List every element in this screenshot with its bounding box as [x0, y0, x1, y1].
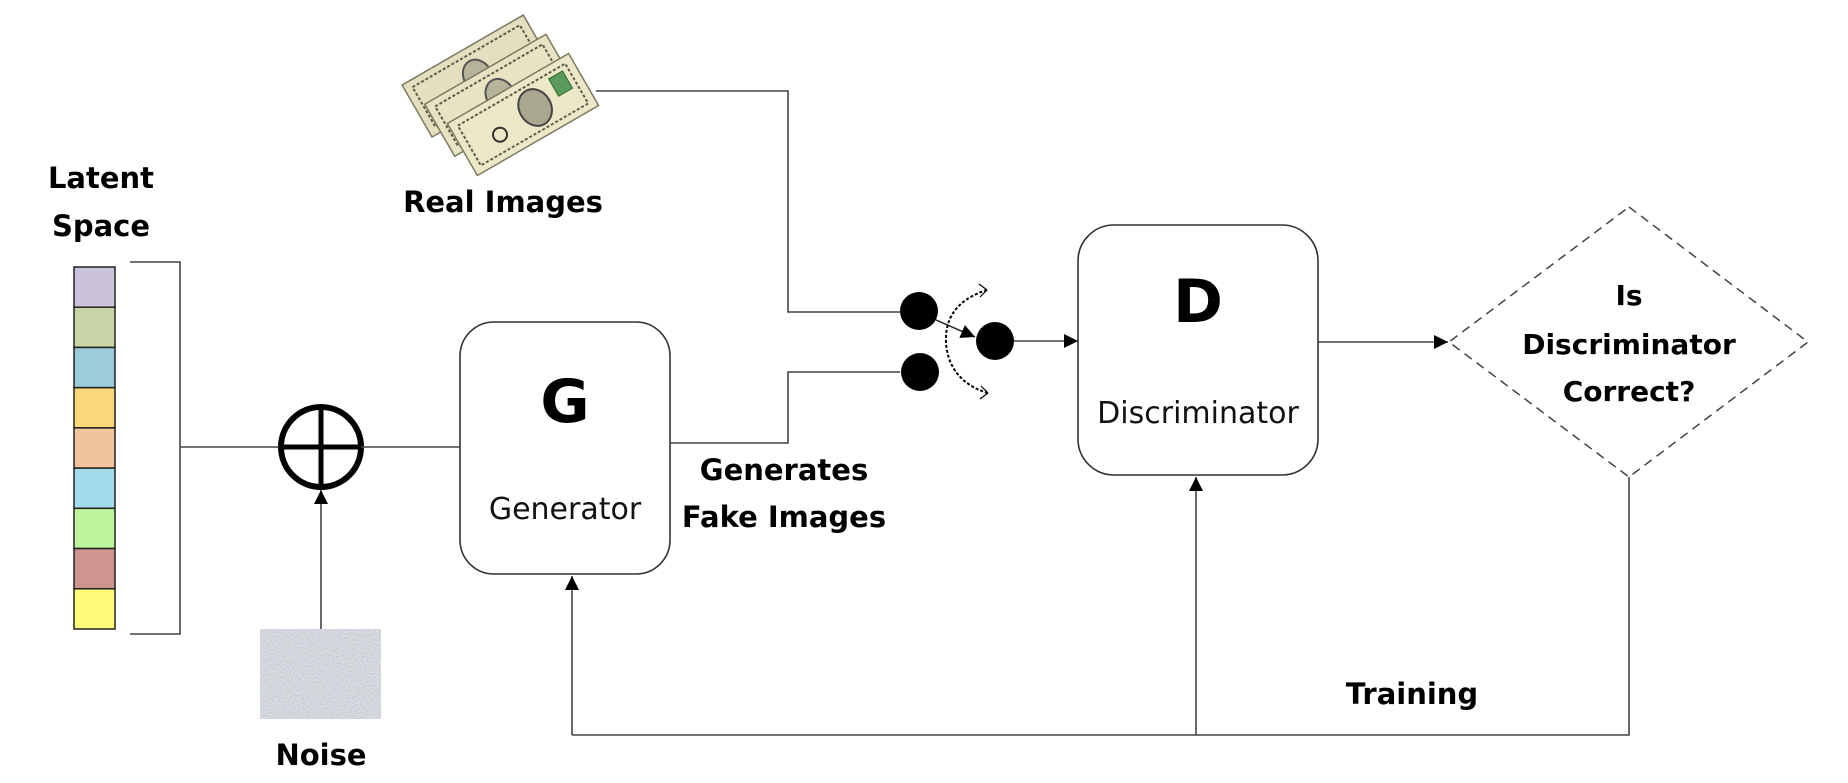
decision-text-line2: Discriminator: [1522, 328, 1736, 361]
generator-symbol: G: [540, 367, 589, 437]
discriminator-block: [1077, 224, 1319, 476]
switch-toggle-arc: [944, 289, 989, 394]
circled-plus-icon: [278, 404, 364, 490]
latent-space-label-line2: Space: [52, 209, 150, 243]
generator-block: [459, 321, 671, 575]
training-feedback-wire: [572, 477, 1630, 736]
latent-bracket: [130, 261, 181, 635]
latent-cell: [73, 467, 116, 510]
fake-images-label-line2: Fake Images: [682, 500, 886, 534]
latent-cell: [73, 346, 116, 389]
real-images-label: Real Images: [403, 185, 603, 219]
latent-cell: [73, 588, 116, 630]
latent-cell: [73, 507, 116, 550]
generator-label: Generator: [489, 492, 642, 527]
noise-image-icon: [260, 629, 381, 719]
latent-vector: [73, 266, 116, 630]
latent-cell: [73, 266, 116, 308]
latent-cell: [73, 386, 116, 429]
decision-text-line1: Is: [1615, 279, 1642, 312]
discriminator-symbol: D: [1173, 267, 1223, 337]
latent-cell: [73, 427, 116, 469]
switch-icon: [900, 283, 1014, 400]
training-label: Training: [1346, 677, 1478, 711]
fake-images-wire: [670, 371, 900, 444]
fake-images-label-line1: Generates: [700, 453, 868, 487]
dollar-bills-icon: [401, 14, 600, 177]
latent-cell: [73, 547, 116, 590]
latent-cell: [73, 306, 116, 349]
real-images-wire: [596, 90, 900, 313]
decision-text-line3: Correct?: [1563, 375, 1696, 408]
discriminator-label: Discriminator: [1097, 396, 1299, 431]
noise-label: Noise: [275, 738, 366, 772]
latent-space-label-line1: Latent: [48, 161, 154, 195]
decision-diamond: [1447, 206, 1810, 478]
